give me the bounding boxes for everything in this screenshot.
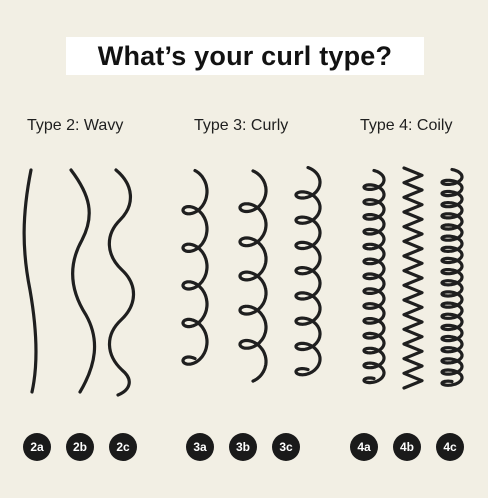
page-title: What’s your curl type? (97, 40, 393, 71)
strand-4b (402, 166, 424, 390)
strand-2b (69, 168, 97, 394)
strand-2c (107, 168, 136, 397)
title-banner: What’s your curl type? (66, 37, 424, 75)
strand-4c (440, 167, 464, 387)
strand-3a (181, 169, 209, 366)
badge-3b: 3b (229, 433, 257, 461)
strand-4a (362, 168, 386, 385)
badge-2c: 2c (109, 433, 137, 461)
badge-4b: 4b (393, 433, 421, 461)
badge-4c: 4c (436, 433, 464, 461)
strand-3c (294, 166, 322, 377)
badge-2b: 2b (66, 433, 94, 461)
badge-3c: 3c (272, 433, 300, 461)
badge-2a: 2a (23, 433, 51, 461)
badge-3a: 3a (186, 433, 214, 461)
strand-3b (238, 169, 268, 383)
strand-2a (22, 168, 38, 394)
group-label-type-2: Type 2: Wavy (27, 117, 124, 134)
group-label-type-3: Type 3: Curly (194, 117, 289, 134)
badge-4a: 4a (350, 433, 378, 461)
group-label-type-4: Type 4: Coily (360, 117, 453, 134)
